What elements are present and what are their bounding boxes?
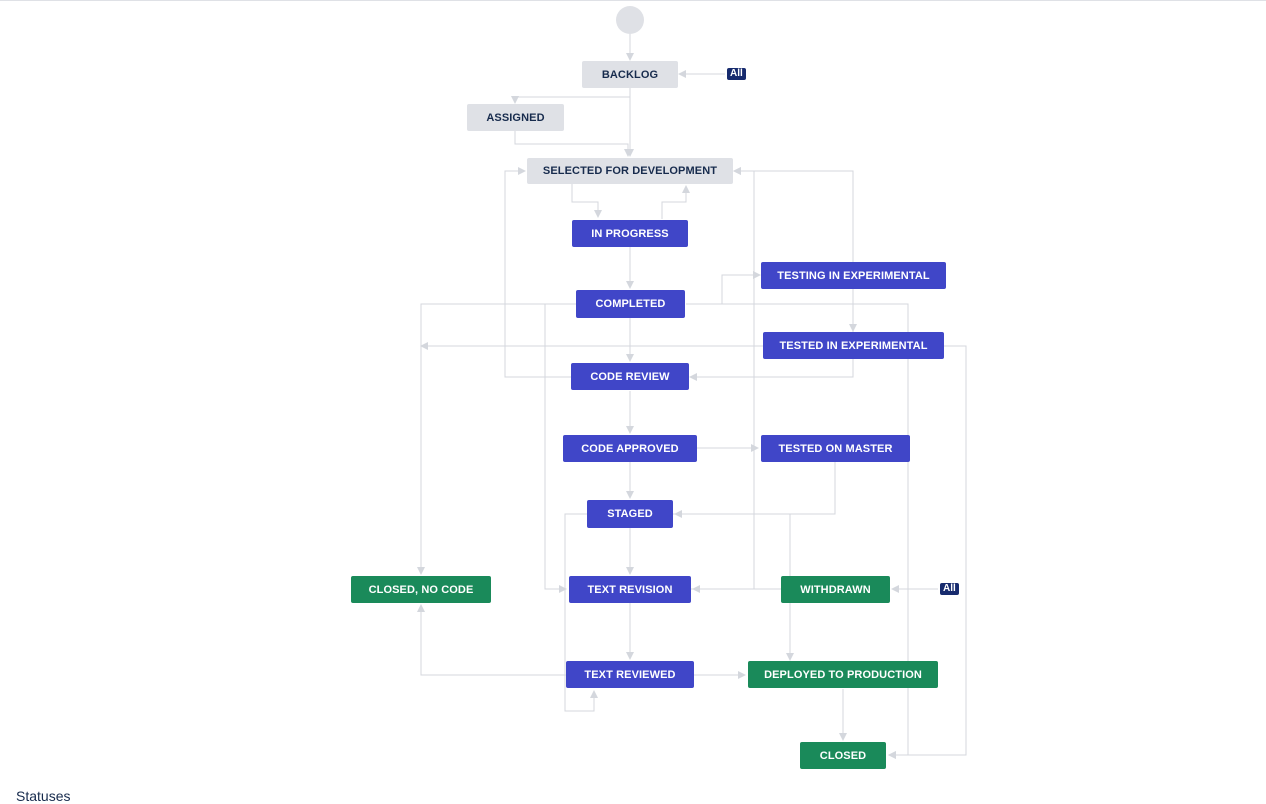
statuses-section-title: Statuses <box>16 788 71 804</box>
edge-textreviewed-closednocode <box>417 604 566 676</box>
status-closed[interactable]: CLOSED <box>800 742 886 769</box>
status-testing-in-experimental[interactable]: TESTING IN EXPERIMENTAL <box>761 262 946 289</box>
status-tested-in-experimental[interactable]: TESTED IN EXPERIMENTAL <box>763 332 944 359</box>
edge-backlog-assigned <box>511 88 631 104</box>
status-assigned[interactable]: ASSIGNED <box>467 104 564 131</box>
edge-tested-closed <box>888 345 967 759</box>
edge-completed-textrevision <box>544 303 576 593</box>
edge-staged-textreviewed <box>564 513 598 712</box>
status-deployed-to-production[interactable]: DEPLOYED TO PRODUCTION <box>748 661 938 688</box>
all-transition-badge-backlog[interactable]: All <box>727 68 746 80</box>
edge-completed-closednocode <box>417 303 576 575</box>
edge-tested-selected <box>733 167 854 332</box>
edge-inprogress-selected <box>661 185 690 219</box>
status-code-review[interactable]: CODE REVIEW <box>571 363 689 390</box>
edge-testedmaster-staged <box>674 462 836 518</box>
status-in-progress[interactable]: IN PROGRESS <box>572 220 688 247</box>
top-divider <box>0 0 1266 1</box>
all-transition-badge-withdrawn[interactable]: All <box>940 583 959 595</box>
status-completed[interactable]: COMPLETED <box>576 290 685 318</box>
status-text-reviewed[interactable]: TEXT REVIEWED <box>566 661 694 688</box>
start-node <box>616 6 644 34</box>
status-closed-no-code[interactable]: CLOSED, NO CODE <box>351 576 491 603</box>
status-code-approved[interactable]: CODE APPROVED <box>563 435 697 462</box>
edge-selected-inprogress <box>571 184 602 218</box>
status-tested-on-master[interactable]: TESTED ON MASTER <box>761 435 910 462</box>
edge-codereview-selected <box>504 167 571 378</box>
status-withdrawn[interactable]: WITHDRAWN <box>781 576 890 603</box>
edge-completed-testing <box>686 271 761 305</box>
status-staged[interactable]: STAGED <box>587 500 673 528</box>
status-text-revision[interactable]: TEXT REVISION <box>569 576 691 603</box>
status-selected-for-development[interactable]: SELECTED FOR DEVELOPMENT <box>527 158 733 184</box>
edge-textrevision-selected <box>691 167 755 590</box>
edge-staged-deployed <box>673 513 794 661</box>
status-backlog[interactable]: BACKLOG <box>582 61 678 88</box>
edge-assigned-selected <box>514 131 632 157</box>
